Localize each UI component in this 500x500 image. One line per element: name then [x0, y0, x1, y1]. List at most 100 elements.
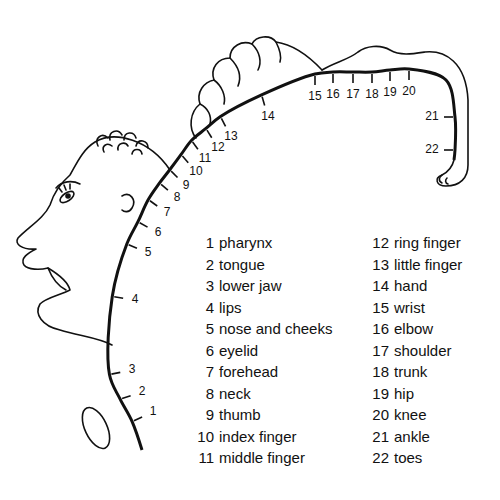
- key-number: 16: [372, 320, 389, 337]
- callout-number: 3: [129, 363, 136, 377]
- callout-number: 14: [261, 110, 274, 124]
- key-label: forehead: [219, 363, 278, 380]
- key-number: 2: [206, 256, 214, 273]
- key-number: 6: [206, 342, 214, 359]
- key-number: 22: [372, 449, 389, 466]
- key-label: middle finger: [219, 449, 305, 466]
- tick-mark: [140, 223, 148, 227]
- callout-number: 1: [150, 405, 157, 419]
- callout-number: 21: [425, 110, 438, 124]
- callout-number: 13: [224, 130, 237, 144]
- key-number: 1: [206, 234, 214, 251]
- key-number: 17: [372, 342, 389, 359]
- tick-mark: [262, 97, 265, 106]
- tick-mark: [171, 171, 177, 177]
- hair-curls: [97, 131, 148, 154]
- key-label: hip: [394, 385, 414, 402]
- key-number: 19: [372, 385, 389, 402]
- key-label: ankle: [394, 428, 430, 445]
- key-label: eyelid: [219, 342, 258, 359]
- tick-mark: [314, 76, 316, 85]
- key-label: little finger: [394, 256, 462, 273]
- key-number: 11: [198, 449, 214, 466]
- mouth-inner-line: [48, 268, 66, 290]
- callout-number: 4: [132, 293, 139, 307]
- key-number: 15: [372, 299, 389, 316]
- tick-mark: [332, 74, 334, 83]
- callout-number: 20: [402, 85, 415, 99]
- callout-number: 10: [189, 165, 202, 179]
- key-number: 3: [206, 277, 214, 294]
- key-number: 12: [372, 234, 389, 251]
- key-number: 7: [206, 363, 214, 380]
- face-profile: [17, 137, 170, 345]
- key-label: lips: [219, 299, 242, 316]
- callout-number: 19: [383, 86, 396, 100]
- key-label: pharynx: [219, 234, 272, 251]
- key-label: toes: [394, 449, 422, 466]
- key-label: index finger: [219, 428, 297, 445]
- tick-mark: [193, 142, 198, 149]
- key-label: trunk: [394, 363, 427, 380]
- pupil: [66, 194, 70, 198]
- tick-mark: [444, 149, 453, 151]
- callout-number: 22: [425, 143, 438, 157]
- key-number: 21: [372, 428, 389, 445]
- callout-number: 12: [211, 141, 224, 155]
- key-number: 10: [197, 428, 214, 445]
- tick-mark: [150, 201, 157, 206]
- tick-mark: [408, 71, 410, 80]
- callout-number: 6: [155, 226, 162, 240]
- callout-number: 18: [365, 88, 378, 102]
- key-number: 5: [206, 320, 214, 337]
- body-outline: [322, 46, 468, 186]
- callout-number: 5: [145, 246, 152, 260]
- key-number: 20: [372, 406, 389, 423]
- callout-number: 17: [346, 88, 359, 102]
- key-number: 18: [372, 363, 389, 380]
- tick-mark: [444, 116, 453, 118]
- key-label: tongue: [219, 256, 265, 273]
- callout-number: 11: [199, 152, 211, 166]
- tick-mark: [134, 417, 142, 421]
- callout-number: 2: [139, 385, 146, 399]
- tick-mark: [389, 72, 391, 81]
- callout-number: 15: [308, 90, 321, 104]
- eyelashes: [59, 184, 70, 192]
- key-number: 13: [372, 256, 389, 273]
- toes: [439, 175, 448, 184]
- key-label: shoulder: [394, 342, 452, 359]
- key-label: lower jaw: [219, 277, 282, 294]
- ear: [122, 195, 134, 212]
- eyebrow: [56, 182, 80, 188]
- key-label: nose and cheeks: [219, 320, 332, 337]
- tick-mark: [161, 184, 168, 190]
- tick-mark: [114, 297, 123, 298]
- callout-number: 16: [326, 88, 339, 102]
- key-label: hand: [394, 277, 427, 294]
- tick-mark: [129, 245, 137, 249]
- tick-mark: [371, 74, 373, 83]
- callout-number: 7: [164, 206, 171, 220]
- tongue-shape: [77, 403, 116, 452]
- key-number: 4: [206, 299, 214, 316]
- tick-mark: [352, 74, 354, 83]
- key-label: neck: [219, 385, 251, 402]
- key-number: 8: [206, 385, 214, 402]
- key-label: thumb: [219, 406, 261, 423]
- callout-number: 8: [174, 191, 181, 205]
- key-label: ring finger: [394, 234, 461, 251]
- callout-number: 9: [183, 179, 190, 193]
- tick-mark: [221, 118, 225, 126]
- tick-mark: [122, 396, 131, 399]
- tick-mark: [207, 130, 212, 138]
- key-number: 9: [206, 406, 214, 423]
- key-label: knee: [394, 406, 427, 423]
- tick-mark: [182, 156, 188, 163]
- tick-mark: [111, 372, 120, 374]
- finger-lines: [200, 42, 281, 124]
- key-number: 14: [372, 277, 389, 294]
- key-label: elbow: [394, 320, 433, 337]
